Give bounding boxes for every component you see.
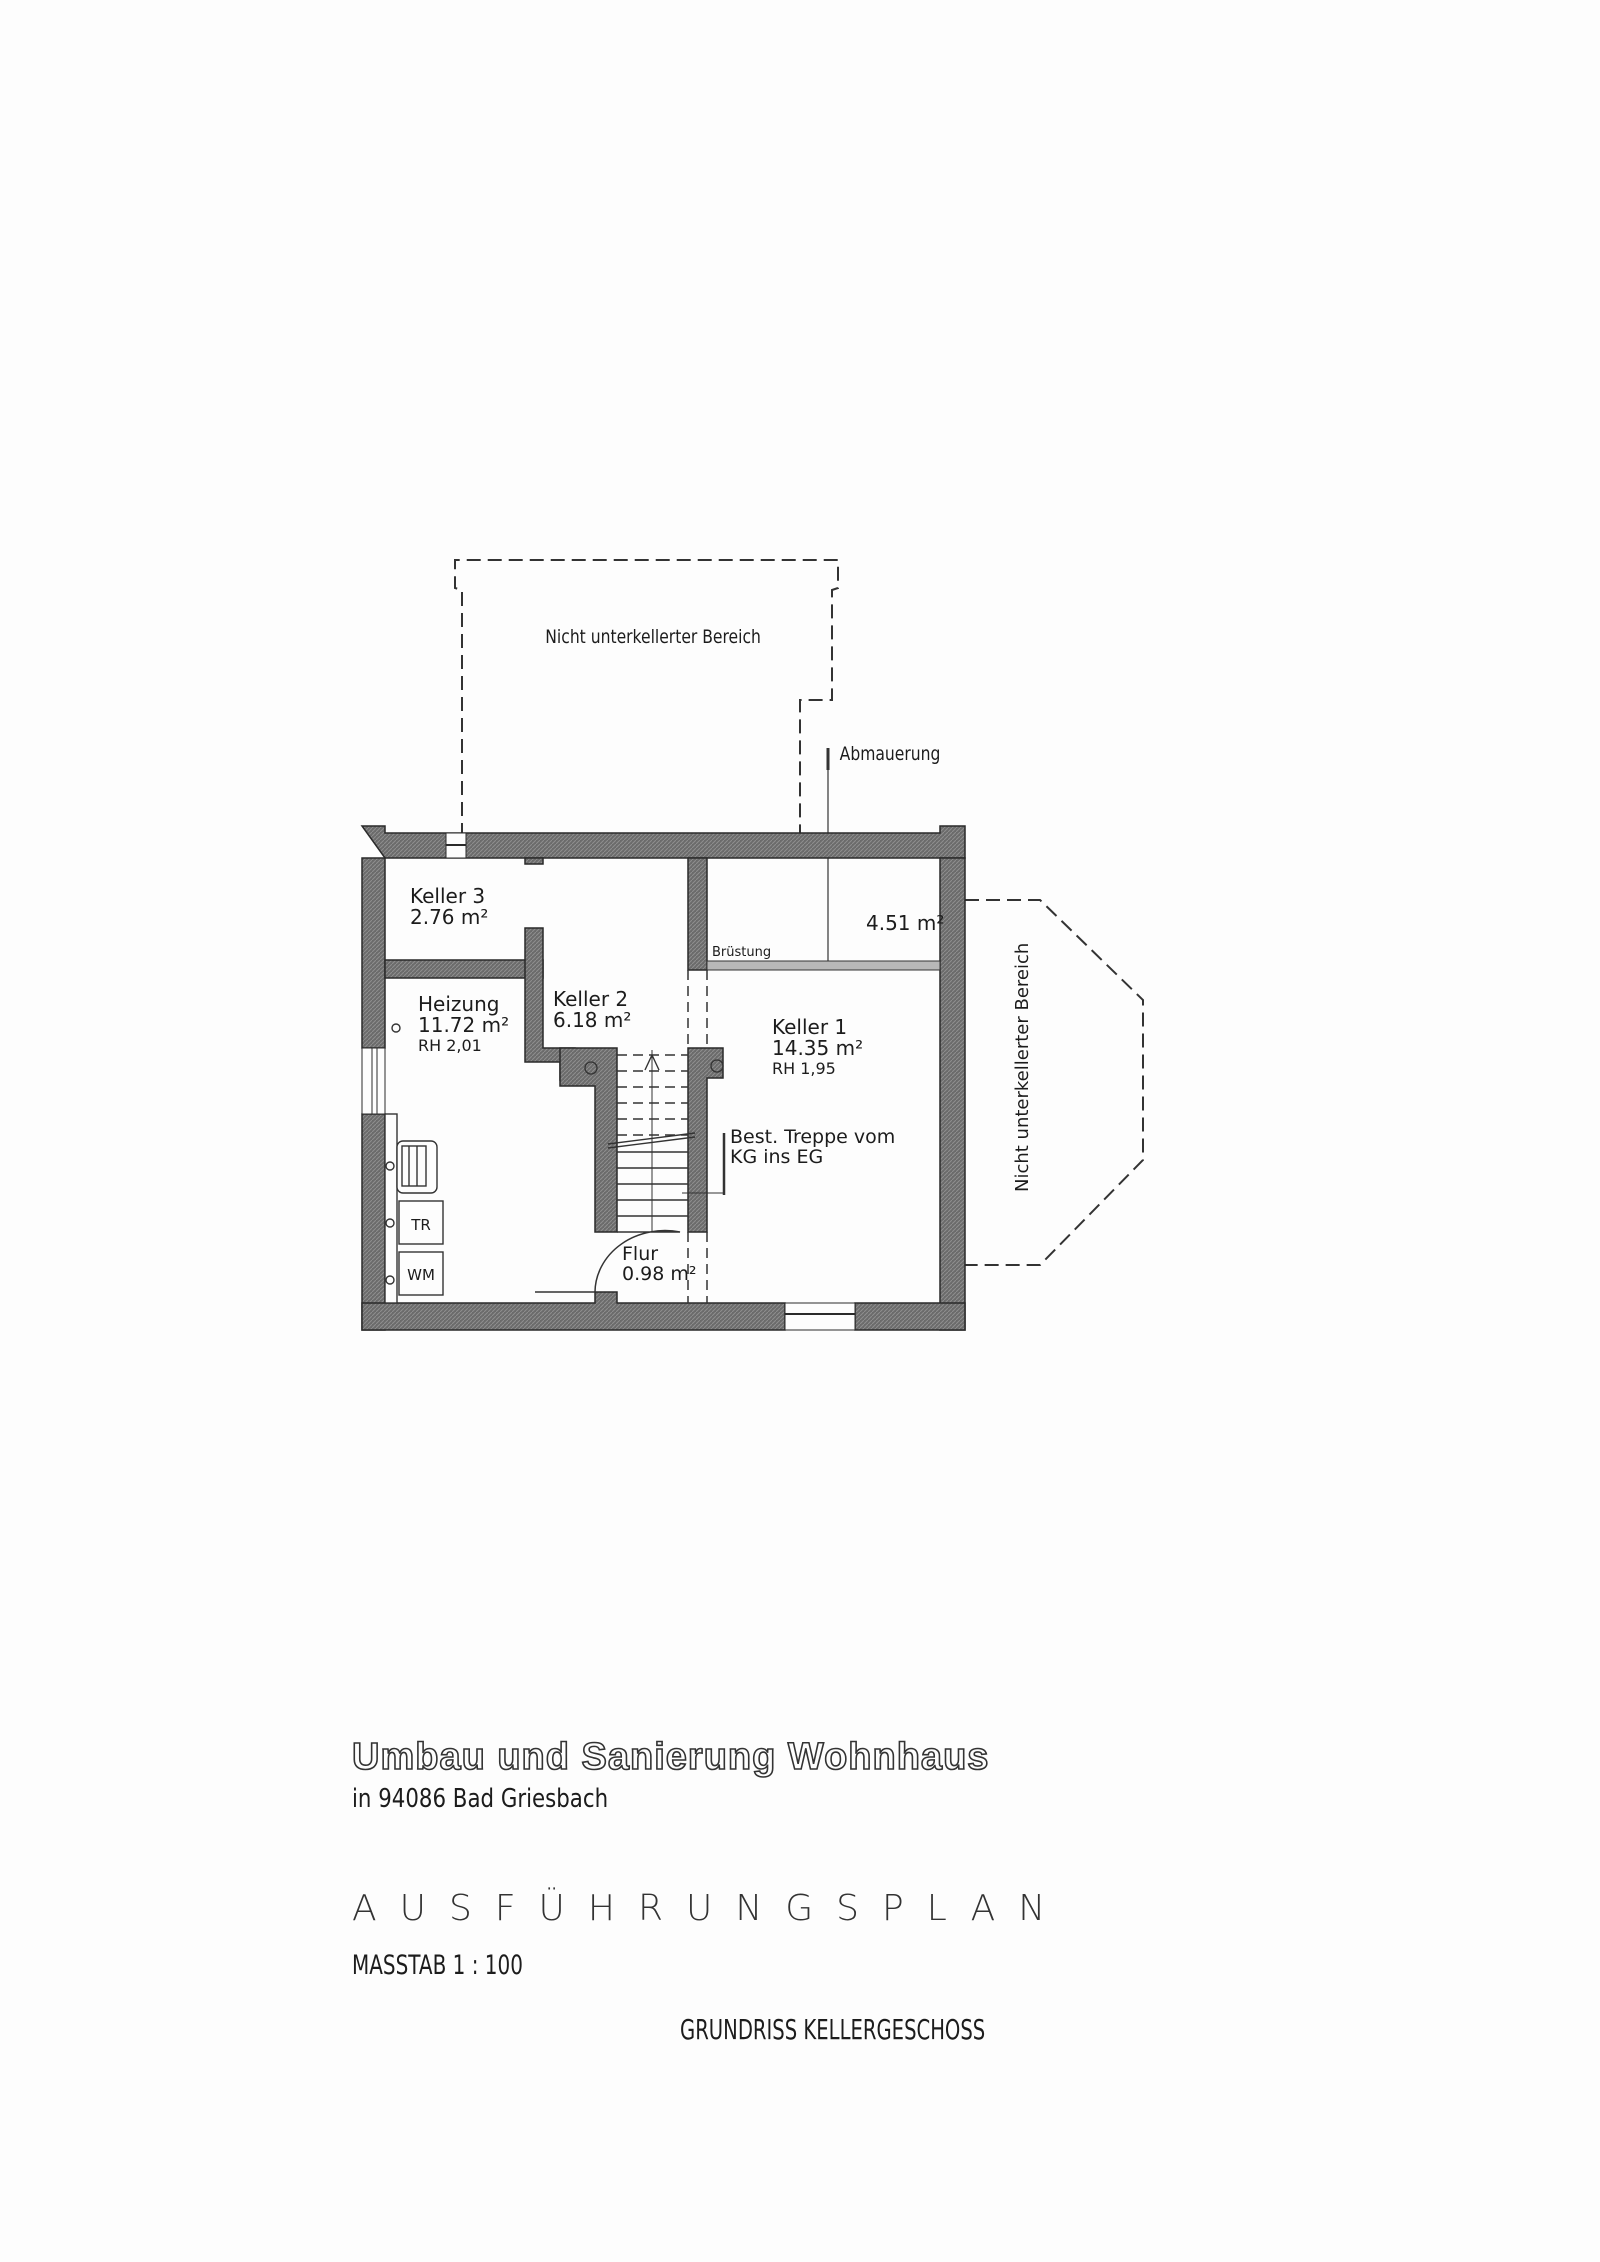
stair-note-line2: KG ins EG	[730, 1146, 823, 1168]
room-name-keller1: Keller 1	[772, 1015, 847, 1039]
project-title: Umbau und Sanierung Wohnhaus	[351, 1735, 990, 1779]
room-area-keller2: 6.18 m²	[553, 1008, 631, 1032]
room-name-heizung: Heizung	[418, 992, 499, 1016]
room-area-keller1: 14.35 m²	[772, 1036, 863, 1060]
sheet-title: GRUNDRISS KELLERGESCHOSS	[680, 2013, 986, 2046]
openings	[687, 970, 708, 1303]
room-area-keller3: 2.76 m²	[410, 905, 488, 929]
dryer-label: TR	[410, 1216, 431, 1234]
window-left	[361, 1047, 386, 1115]
bruestung-wall	[706, 960, 941, 971]
room-name-flur: Flur	[622, 1243, 658, 1265]
abmauerung-label: Abmauerung	[840, 744, 941, 766]
room-rh-keller1: RH 1,95	[772, 1059, 836, 1078]
non-basement-area-top	[454, 559, 839, 858]
room-area-storage: 4.51 m²	[866, 911, 944, 935]
non-basement-right-label: Nicht unterkellerter Bereich	[1012, 943, 1033, 1192]
window-top	[445, 832, 467, 859]
staircase	[607, 1050, 696, 1232]
dryer	[398, 1200, 444, 1245]
room-area-heizung: 11.72 m²	[418, 1013, 509, 1037]
room-name-keller2: Keller 2	[553, 987, 628, 1011]
door-swing	[594, 1229, 681, 1293]
plan-type: AUSFÜHRUNGSPLAN	[352, 1888, 1069, 1929]
window-bottom	[784, 1302, 856, 1331]
room-name-keller3: Keller 3	[410, 884, 485, 908]
room-rh-heizung: RH 2,01	[418, 1036, 482, 1055]
non-basement-top-label: Nicht unterkellerter Bereich	[545, 627, 761, 649]
washer	[398, 1251, 444, 1296]
plan-scale: MASSTAB 1 : 100	[352, 1950, 523, 1981]
project-location: in 94086 Bad Griesbach	[352, 1784, 609, 1814]
room-area-flur: 0.98 m²	[622, 1263, 696, 1285]
stair-note-line1: Best. Treppe vom	[730, 1126, 895, 1148]
walls	[360, 825, 966, 1331]
title-block: Umbau und Sanierung Wohnhaus in 94086 Ba…	[351, 1735, 1052, 1819]
bruestung-label: Brüstung	[712, 945, 771, 960]
washer-label: WM	[407, 1266, 435, 1284]
non-basement-area-right	[965, 899, 1144, 1266]
laundry-area	[384, 1023, 444, 1304]
